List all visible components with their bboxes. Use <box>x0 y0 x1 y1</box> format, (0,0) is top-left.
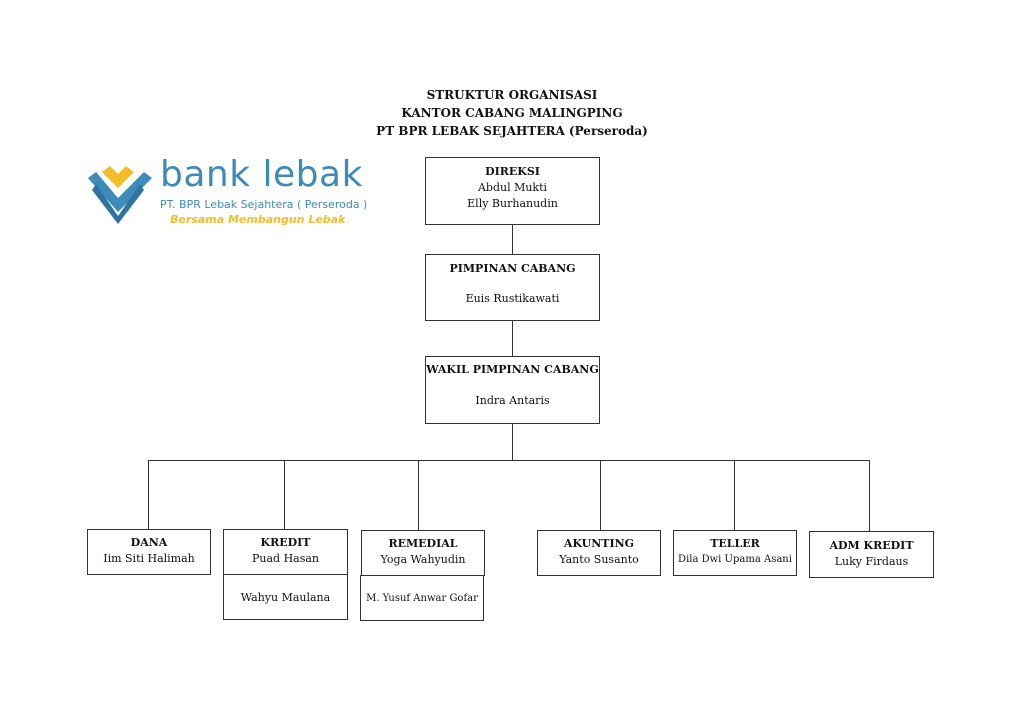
node-teller-role: TELLER <box>710 537 760 550</box>
title-line-3: PT BPR LEBAK SEJAHTERA (Perseroda) <box>376 124 648 138</box>
node-pimpinan-name: Euis Rustikawati <box>465 292 560 305</box>
title-line-1: STRUKTUR ORGANISASI <box>426 88 598 102</box>
logo-wordmark: bank lebak <box>160 154 363 195</box>
node-dana-name: Iim Siti Halimah <box>103 552 195 565</box>
logo-tagline: Bersama Membangun Lebak <box>170 213 346 226</box>
node-akunting-name: Yanto Susanto <box>559 553 639 566</box>
node-remedial: REMEDIAL Yoga Wahyudin <box>361 530 485 576</box>
node-pimpinan-cabang: PIMPINAN CABANG Euis Rustikawati <box>425 254 600 321</box>
logo-mark-icon <box>88 166 152 224</box>
logo-company-name: PT. BPR Lebak Sejahtera ( Perseroda ) <box>160 198 368 211</box>
bank-lebak-logo: bank lebak PT. BPR Lebak Sejahtera ( Per… <box>88 154 368 236</box>
node-remedial-extra-name: M. Yusuf Anwar Gofar <box>366 593 478 604</box>
connector-wakil-bus <box>512 424 513 460</box>
node-kredit-name: Puad Hasan <box>251 552 320 565</box>
node-remedial-name: Yoga Wahyudin <box>380 553 466 566</box>
node-teller: TELLER Dila Dwi Upama Asani <box>673 530 797 576</box>
node-teller-name: Dila Dwi Upama Asani <box>678 554 792 565</box>
node-dana-role: DANA <box>130 536 168 549</box>
node-akunting: AKUNTING Yanto Susanto <box>537 530 661 576</box>
node-wakil-pimpinan-cabang: WAKIL PIMPINAN CABANG Indra Antaris <box>425 356 600 424</box>
connector-pimpinan-wakil <box>512 320 513 356</box>
node-kredit-extra-name: Wahyu Maulana <box>240 591 331 604</box>
node-dana: DANA Iim Siti Halimah <box>87 529 211 575</box>
node-direksi-name-2: Elly Burhanudin <box>467 197 558 210</box>
node-remedial-role: REMEDIAL <box>388 537 458 550</box>
node-adm-kredit: ADM KREDIT Luky Firdaus <box>809 531 934 578</box>
node-adm-kredit-role: ADM KREDIT <box>829 539 914 552</box>
node-direksi-role: DIREKSI <box>485 165 540 178</box>
node-wakil-name: Indra Antaris <box>475 394 550 407</box>
node-kredit: KREDIT Puad Hasan <box>223 529 348 575</box>
connector-horizontal-bus <box>148 460 870 461</box>
connector-bus-kredit <box>284 460 285 529</box>
connector-bus-remedial <box>418 460 419 530</box>
node-kredit-extra: Wahyu Maulana <box>223 574 348 620</box>
connector-direksi-pimpinan <box>512 225 513 255</box>
node-akunting-role: AKUNTING <box>563 537 635 550</box>
node-wakil-role: WAKIL PIMPINAN CABANG <box>426 363 599 376</box>
node-adm-kredit-name: Luky Firdaus <box>834 555 909 568</box>
connector-bus-teller <box>734 460 735 530</box>
connector-bus-akunting <box>600 460 601 530</box>
node-pimpinan-role: PIMPINAN CABANG <box>449 262 576 275</box>
node-direksi: DIREKSI Abdul Mukti Elly Burhanudin <box>425 157 600 225</box>
title-line-2: KANTOR CABANG MALINGPING <box>401 106 623 120</box>
connector-bus-dana <box>148 460 149 529</box>
node-direksi-name-1: Abdul Mukti <box>477 181 548 194</box>
node-remedial-extra: M. Yusuf Anwar Gofar <box>360 575 484 621</box>
node-kredit-role: KREDIT <box>260 536 311 549</box>
connector-bus-adm-kredit <box>869 460 870 531</box>
